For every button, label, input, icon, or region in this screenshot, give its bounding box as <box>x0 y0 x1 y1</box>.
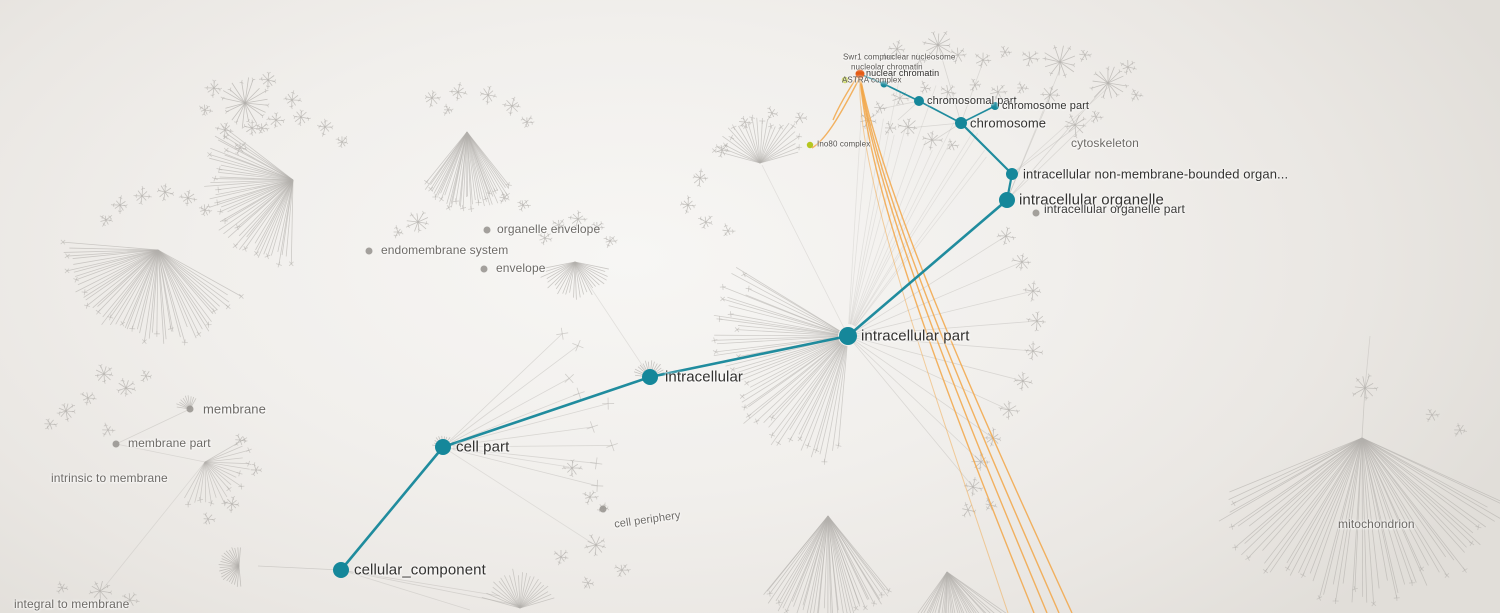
graph-node-label-chromosome[interactable]: chromosome <box>970 115 1047 131</box>
graph-node-chromosomal_part[interactable] <box>914 96 924 106</box>
tiny-label-nuclear-nucleosome[interactable]: nuclear nucleosome <box>882 52 956 62</box>
graph-node-intracellular_part[interactable] <box>839 327 857 345</box>
cluster-label-membrane-part[interactable]: membrane part <box>128 436 211 450</box>
selected-path-layer <box>339 73 1014 571</box>
graph-node-label-intracellular_nmb_organelle[interactable]: intracellular non-membrane-bounded organ… <box>1023 166 1289 182</box>
cluster-label-intracellular-organelle-part[interactable]: intracellular organelle part <box>1044 202 1185 216</box>
cluster-label-organelle-envelope[interactable]: organelle envelope <box>497 222 601 236</box>
cluster-label-cytoskeleton[interactable]: cytoskeleton <box>1071 136 1139 150</box>
tiny-label-ASTRA-complex[interactable]: ASTRA complex <box>842 75 902 85</box>
graph-node-label-intracellular[interactable]: intracellular <box>665 368 743 386</box>
cluster-node-dot[interactable] <box>186 405 194 413</box>
cluster-node-dot[interactable] <box>599 505 607 513</box>
cluster-label-membrane[interactable]: membrane <box>203 401 266 417</box>
graph-nodes-layer <box>112 69 1040 578</box>
highlight-orange-edges-layer <box>811 73 1073 613</box>
graph-node-intracellular_nmb_organelle[interactable] <box>1006 168 1018 180</box>
graph-node-label-chromosome_part[interactable]: chromosome part <box>1002 100 1090 112</box>
selected-node-nuclear_chromatin[interactable] <box>855 69 865 79</box>
cluster-label-mitochondrion[interactable]: mitochondrion <box>1338 517 1415 531</box>
graph-node-cellular_component[interactable] <box>333 562 349 578</box>
cluster-node-dot[interactable] <box>365 247 373 255</box>
cluster-node-dot[interactable] <box>1032 209 1040 217</box>
graph-node-complex-0[interactable] <box>841 76 849 84</box>
cluster-label-endomembrane-system[interactable]: endomembrane system <box>381 243 509 257</box>
cluster-node-dot[interactable] <box>480 265 488 273</box>
background-clusters-layer <box>44 30 1500 613</box>
graph-node-label-chromosomal_part[interactable]: chromosomal part <box>927 95 1017 107</box>
graph-node-chromosome_part[interactable] <box>991 102 999 110</box>
tiny-label-Swr1-complex[interactable]: Swr1 complex <box>843 52 895 62</box>
cluster-label-intrinsic-to-membrane[interactable]: intrinsic to membrane <box>51 471 168 485</box>
graph-node-chromosome[interactable] <box>955 117 967 129</box>
graph-node-label-intracellular_part[interactable]: intracellular part <box>861 327 970 345</box>
graph-node-label-intracellular_organelle[interactable]: intracellular organelle <box>1019 191 1164 209</box>
tiny-label-nuclear-chromatin[interactable]: nuclear chromatin <box>866 68 940 78</box>
graph-node-label-cellular_component[interactable]: cellular_component <box>354 561 486 579</box>
graph-node-complex-1[interactable] <box>806 141 814 149</box>
graph-node-cell_part[interactable] <box>435 439 451 455</box>
tiny-label-Ino80-complex[interactable]: Ino80 complex <box>817 139 871 149</box>
graph-node-label-cell_part[interactable]: cell part <box>456 438 510 456</box>
cluster-label-envelope[interactable]: envelope <box>496 261 546 275</box>
graph-node-intracellular_organelle[interactable] <box>999 192 1015 208</box>
cluster-node-dot[interactable] <box>112 440 120 448</box>
graph-node-intracellular[interactable] <box>642 369 658 385</box>
graph-node-chromatin[interactable] <box>880 80 888 88</box>
cluster-label-integral-to-membrane[interactable]: integral to membrane <box>14 597 130 611</box>
tiny-label-nucleolar-chromatin[interactable]: nucleolar chromatin <box>851 62 923 72</box>
cluster-node-dot[interactable] <box>483 226 491 234</box>
